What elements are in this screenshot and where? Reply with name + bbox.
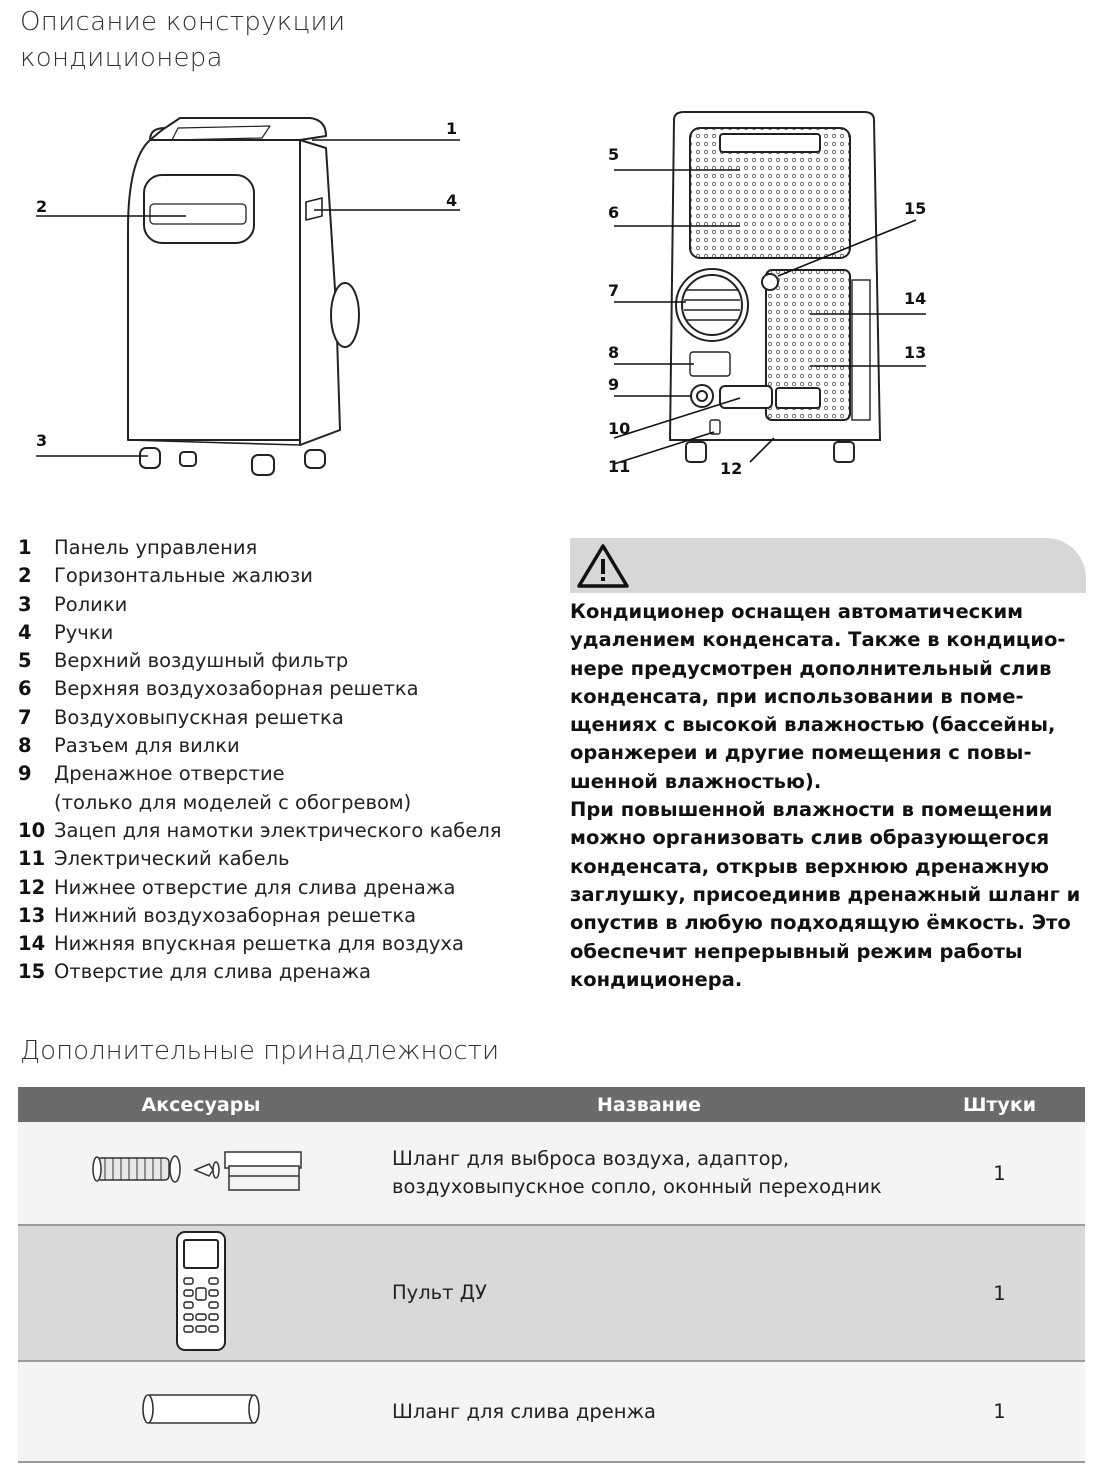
section-title-line-1: Описание конструкции [20, 7, 346, 37]
part-label: Верхний воздушный фильтр [54, 649, 349, 673]
table-row: Шланг для слива дренжа 1 [18, 1361, 1085, 1463]
parts-list-item: 3 Ролики [18, 591, 558, 619]
parts-list: 1 Панель управления 2 Горизонтальные жалюз… [18, 534, 558, 987]
parts-list-item: 4 Ручки [18, 619, 558, 647]
warning-triangle-icon [577, 544, 629, 588]
accessory-name: Шланг для выброса воздуха, адаптор, возд… [384, 1122, 914, 1226]
accessory-image-cell [18, 1225, 384, 1362]
callout-7: 7 [608, 281, 619, 300]
section-title-line-2: кондиционера [20, 43, 223, 73]
part-number: 3 [18, 592, 32, 616]
callout-14: 14 [904, 289, 926, 308]
callout-12: 12 [720, 459, 742, 478]
callout-5: 5 [608, 145, 619, 164]
drain-hose-icon [142, 1394, 260, 1424]
callout-13: 13 [904, 343, 926, 362]
parts-list-item: 12 Нижнее отверстие для слива дренажа [18, 874, 558, 902]
part-number: 9 [18, 762, 32, 786]
part-number: 5 [18, 649, 32, 673]
callout-15: 15 [904, 199, 926, 218]
table-row: Пульт ДУ 1 [18, 1225, 1085, 1362]
table-header-row: Аксесуары Название Штуки [18, 1087, 1085, 1122]
accessory-qty: 1 [914, 1361, 1085, 1463]
callout-3: 3 [36, 431, 47, 450]
parts-list-item: (только для моделей с обогревом) [18, 789, 558, 817]
parts-list-item: 13 Нижний воздухозаборная решетка [18, 902, 558, 930]
part-number: 7 [18, 705, 32, 729]
part-number: 13 [18, 903, 46, 927]
warning-text: Кондиционер оснащен автоматическим удале… [570, 598, 1090, 994]
part-label: Верхняя воздухозаборная решетка [54, 677, 419, 701]
front-view-diagram: 1 2 3 4 [36, 117, 460, 476]
accessory-qty: 1 [914, 1122, 1085, 1226]
part-number: 10 [18, 818, 46, 842]
part-number [18, 789, 54, 817]
part-number: 2 [18, 564, 32, 588]
part-number: 1 [18, 536, 32, 559]
part-label: Разъем для вилки [54, 734, 240, 758]
callout-2: 2 [36, 197, 47, 216]
part-label: Электрический кабель [54, 847, 290, 871]
parts-list-item: 11 Электрический кабель [18, 845, 558, 873]
part-label: Нижняя впускная решетка для воздуха [54, 932, 464, 956]
accessory-qty: 1 [914, 1225, 1085, 1362]
part-label: Нижнее отверстие для слива дренажа [54, 875, 456, 899]
table-row: Шланг для выброса воздуха, адаптор, возд… [18, 1122, 1085, 1226]
remote-control-icon [176, 1230, 226, 1351]
callout-6: 6 [608, 203, 619, 222]
header-accessory: Аксесуары [18, 1087, 384, 1122]
part-label: Ручки [54, 620, 114, 644]
parts-list-item: 2 Горизонтальные жалюзи [18, 562, 558, 590]
header-qty: Штуки [914, 1087, 1085, 1122]
callout-9: 9 [608, 375, 619, 394]
part-number: 11 [18, 847, 46, 871]
hose-adapter-icon [92, 1150, 302, 1191]
parts-list-item: 6 Верхняя воздухозаборная решетка [18, 675, 558, 703]
part-number: 14 [18, 932, 46, 956]
callout-8: 8 [608, 343, 619, 362]
rear-view-diagram: 5 6 15 7 14 8 13 9 10 11 12 [608, 111, 926, 478]
parts-list-item: 15 Отверстие для слива дренажа [18, 958, 558, 986]
callout-10: 10 [608, 419, 630, 438]
part-number: 6 [18, 677, 32, 701]
parts-list-item: 1 Панель управления [18, 534, 558, 562]
part-label: Нижний воздухозаборная решетка [54, 903, 417, 927]
accessories-table: Аксесуары Название Штуки [18, 1087, 1085, 1463]
callout-4: 4 [446, 191, 457, 210]
header-name: Название [384, 1087, 914, 1122]
warning-paragraph-1: Кондиционер оснащен автоматическим удале… [570, 600, 1066, 793]
callout-1: 1 [446, 119, 457, 138]
part-number: 8 [18, 734, 32, 758]
parts-list-item: 7 Воздуховыпускная решетка [18, 704, 558, 732]
part-label: Ролики [54, 592, 128, 616]
part-label: Воздуховыпускная решетка [54, 705, 344, 729]
parts-list-item: 5 Верхний воздушный фильтр [18, 647, 558, 675]
part-label: (только для моделей с обогревом) [54, 790, 412, 814]
accessory-name: Пульт ДУ [384, 1225, 914, 1362]
section-title: Описание конструкции кондиционера [20, 4, 520, 76]
part-label: Зацеп для намотки электрического кабеля [54, 818, 502, 842]
callout-11: 11 [608, 457, 630, 476]
part-label: Панель управления [54, 536, 258, 559]
accessory-image-cell [18, 1122, 384, 1226]
parts-list-item: 9 Дренажное отверстие [18, 760, 558, 788]
part-label: Горизонтальные жалюзи [54, 564, 313, 588]
part-number: 4 [18, 620, 32, 644]
accessory-name: Шланг для слива дренжа [384, 1361, 914, 1463]
part-label: Дренажное отверстие [54, 762, 285, 786]
warning-header [570, 538, 1086, 593]
part-number: 12 [18, 875, 46, 899]
parts-list-item: 10 Зацеп для намотки электрического кабел… [18, 817, 558, 845]
parts-list-item: 8 Разъем для вилки [18, 732, 558, 760]
warning-paragraph-2: При повышенной влажности в помещении мож… [570, 798, 1081, 991]
part-number: 15 [18, 960, 46, 984]
part-label: Отверстие для слива дренажа [54, 960, 371, 984]
parts-list-item: 14 Нижняя впускная решетка для воздуха [18, 930, 558, 958]
accessories-title: Дополнительные принадлежности [20, 1036, 500, 1066]
accessory-image-cell [18, 1361, 384, 1463]
